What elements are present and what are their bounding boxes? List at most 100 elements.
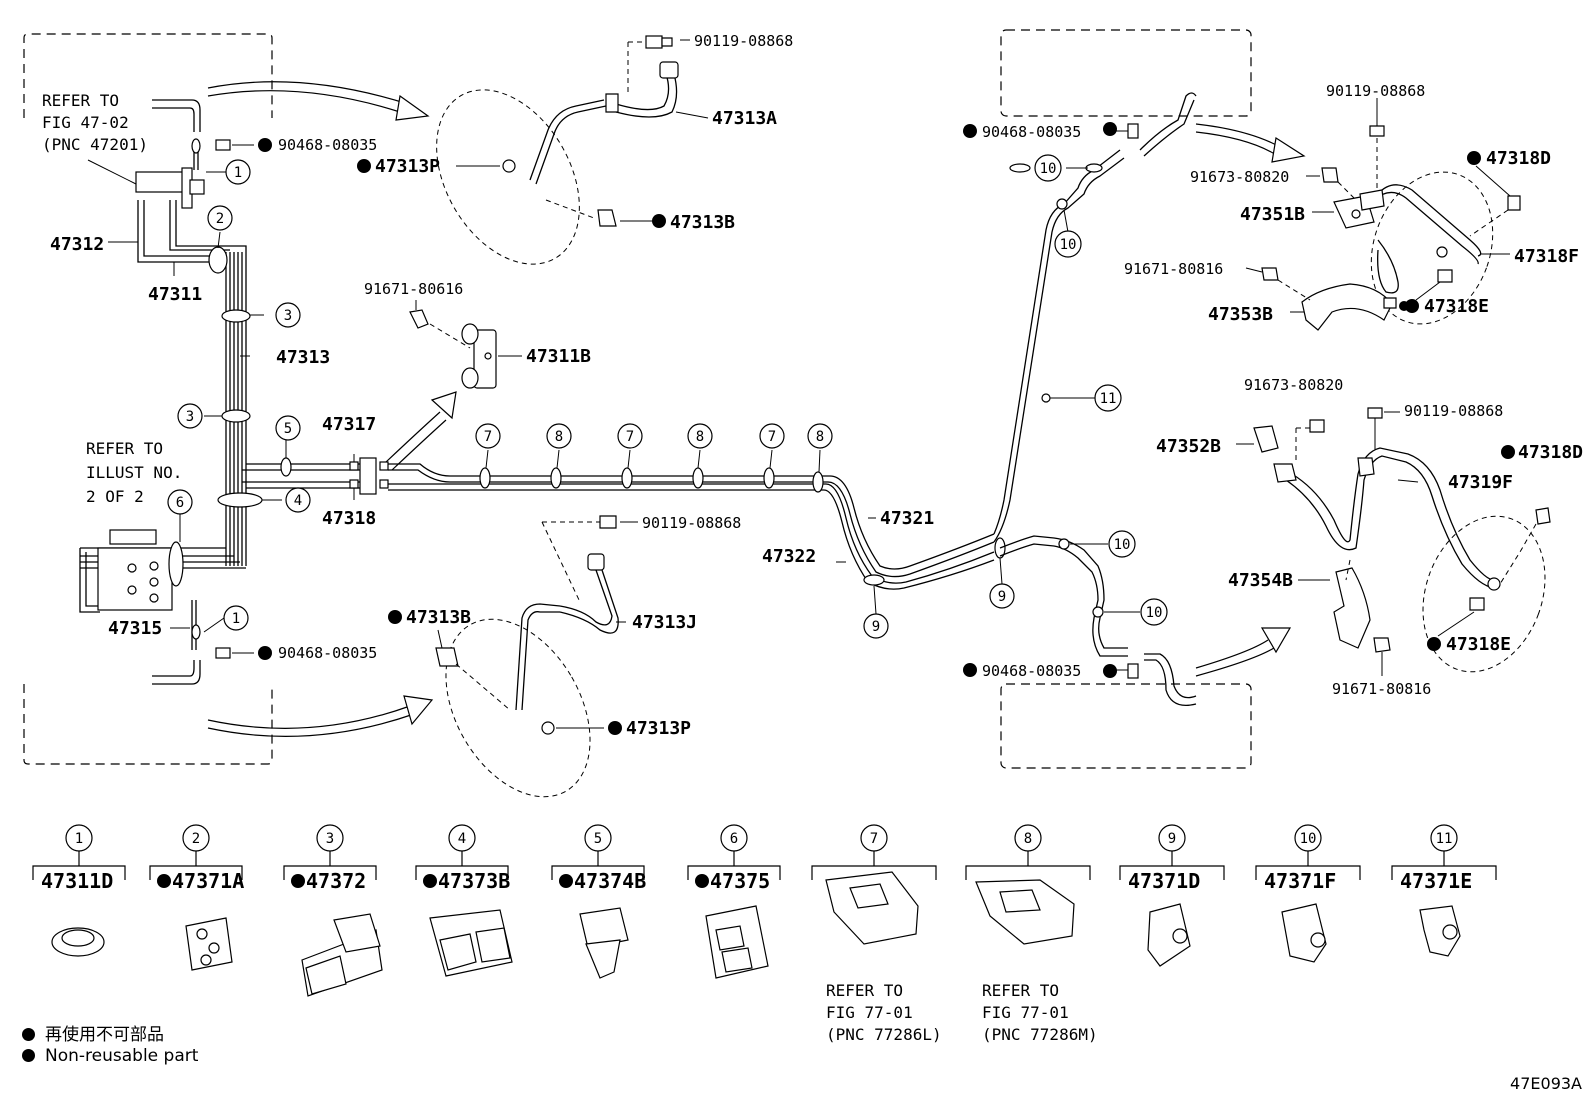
key-bracket (687, 851, 781, 880)
callout-8-a: 8 (546, 423, 572, 449)
label-47313A: 47313A (712, 108, 777, 129)
part-labels: REFER TO FIG 47-02 (PNC 47201) REFER TO … (42, 32, 1583, 739)
flow-arrow-top-right (1195, 123, 1306, 163)
callout-8-b: 8 (687, 423, 713, 449)
label-91671-tr: 91671-80816 (1124, 260, 1223, 278)
key-part-number: 47374B (574, 869, 646, 893)
key-callout-number: 2 (192, 831, 200, 847)
label-47313P-top: 47313P (375, 156, 440, 177)
legend-non-reusable-jp: 再使用不可部品 (22, 1020, 164, 1045)
callout-1-bot: 1 (223, 605, 249, 631)
label-47312: 47312 (50, 234, 104, 255)
label-47318D-br: 47318D (1518, 442, 1583, 463)
svg-text:10: 10 (1146, 605, 1163, 621)
key-part-number: 47371E (1400, 869, 1472, 893)
key-illustrations (51, 871, 1461, 997)
label-90119-br: 90119-08868 (1404, 402, 1503, 420)
svg-text:6: 6 (176, 495, 184, 511)
flow-arrow-bottom-right (1195, 627, 1292, 677)
key-part-number: 47375 (710, 869, 770, 893)
ref-illust-line3: 2 OF 2 (86, 487, 144, 506)
hose-47318F-group (1245, 98, 1521, 331)
key-bracket (551, 851, 645, 880)
flow-arrow-top-left (207, 81, 430, 121)
label-47318E-tr: 47318E (1424, 296, 1489, 317)
hose-47313A-group (357, 35, 709, 265)
callout-7-a: 7 (475, 423, 501, 449)
label-47313: 47313 (276, 347, 330, 368)
label-47322: 47322 (762, 546, 816, 567)
callout-6: 6 (167, 489, 193, 515)
key-callout-number: 3 (326, 831, 334, 847)
rear-lines (388, 92, 1197, 707)
key-11-clamp-icon (1419, 905, 1461, 957)
key-callout-number: 6 (730, 831, 738, 847)
non-reusable-dot (559, 874, 573, 888)
ref-fig4702-line1: REFER TO (42, 91, 119, 110)
svg-text:10: 10 (1060, 237, 1077, 253)
label-91673-br: 91673-80820 (1244, 376, 1343, 394)
bullet-icon (22, 1028, 35, 1041)
key-callout-number: 11 (1436, 831, 1453, 847)
key-8-clamp-icon (975, 879, 1075, 945)
ref-box-bottom-left (23, 684, 273, 765)
svg-text:10: 10 (1040, 161, 1057, 177)
legend-text-en: Non-reusable part (45, 1046, 199, 1066)
label-47313B-bot: 47313B (406, 607, 471, 628)
ref-box-top-left (23, 33, 273, 118)
key-bracket (149, 851, 243, 880)
key-bracket (1391, 851, 1497, 880)
svg-text:5: 5 (284, 421, 292, 437)
callout-9-a: 9 (863, 613, 889, 639)
label-91673-tr: 91673-80820 (1190, 168, 1289, 186)
ref-fig7701-l-line3: (PNC 77286L) (826, 1025, 942, 1044)
key-6-clamp-icon (705, 905, 769, 979)
harness-left (79, 99, 360, 685)
ref-box-bottom-right (1000, 683, 1252, 769)
key-part-number: 47311D (41, 869, 113, 893)
svg-text:4: 4 (294, 493, 302, 509)
key-bracket (1119, 851, 1225, 880)
svg-text:9: 9 (998, 589, 1006, 605)
label-47352B: 47352B (1156, 436, 1221, 457)
key-callout-number: 9 (1168, 831, 1176, 847)
key-bracket (965, 851, 1091, 880)
key-item-6: 6 47375 (687, 824, 781, 893)
non-reusable-markers (1103, 122, 1117, 678)
svg-text:7: 7 (768, 429, 776, 445)
ref-fig7701-l-line2: FIG 77-01 (826, 1003, 913, 1022)
label-47318E-br: 47318E (1446, 634, 1511, 655)
callout-8-c: 8 (807, 423, 833, 449)
key-callout-number: 7 (870, 831, 878, 847)
label-90119-top: 90119-08868 (694, 32, 793, 50)
fasteners-left (215, 138, 272, 660)
svg-text:1: 1 (232, 611, 240, 627)
non-reusable-dot (157, 874, 171, 888)
key-bracket (811, 851, 937, 880)
callout-1-top: 1 (225, 159, 251, 185)
callout-3-top: 3 (275, 302, 301, 328)
key-item-7: 7 (811, 824, 937, 880)
callout-10-b: 10 (1054, 230, 1082, 258)
key-item-8: 8 (965, 824, 1091, 880)
svg-text:7: 7 (626, 429, 634, 445)
label-90468-br: 90468-08035 (982, 662, 1081, 680)
label-47313P-bot: 47313P (626, 718, 691, 739)
clip-47311B (409, 300, 522, 389)
ref-fig7701-m-line1: REFER TO (982, 981, 1059, 1000)
label-47351B: 47351B (1240, 204, 1305, 225)
callout-5: 5 (275, 415, 301, 441)
label-47313J: 47313J (632, 612, 697, 633)
key-part-number: 47371A (172, 869, 244, 893)
label-47318D-tr: 47318D (1486, 148, 1551, 169)
label-47318F: 47318F (1514, 246, 1579, 267)
svg-text:2: 2 (216, 211, 224, 227)
key-7-clamp-icon (825, 871, 919, 945)
svg-text:7: 7 (484, 429, 492, 445)
label-47311B: 47311B (526, 346, 591, 367)
